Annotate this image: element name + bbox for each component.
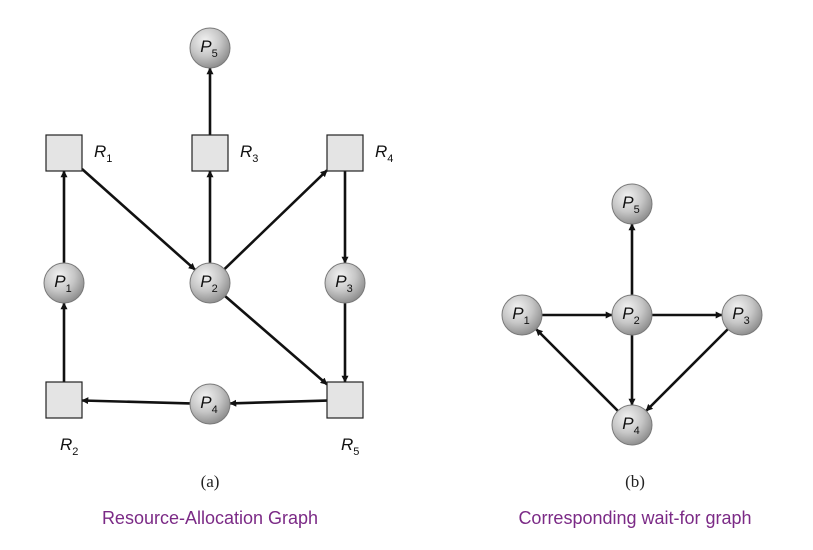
resource-r3-label-index: 3	[252, 153, 258, 165]
edge-r1-to-p2	[81, 168, 196, 271]
resource-r1-label-letter: R	[94, 142, 106, 161]
resource-r2-node	[45, 381, 83, 419]
process-p3-node	[721, 294, 763, 336]
panel-a-tag: (a)	[201, 472, 220, 491]
resource-r4-label-index: 4	[387, 153, 393, 165]
panel-b-tag: (b)	[625, 472, 645, 491]
process-p4-label-letter: P	[200, 393, 212, 412]
process-p5-label-index: 5	[634, 204, 640, 216]
process-p2-label-letter: P	[622, 304, 634, 323]
resource-r4-label-letter: R	[375, 142, 387, 161]
resource-r1-label: R1	[94, 142, 112, 165]
process-p4-node	[189, 383, 231, 425]
process-p3-label: P3	[335, 272, 352, 295]
resource-r1-label-index: 1	[106, 153, 112, 165]
resource-r2-label-letter: R	[60, 435, 72, 454]
resource-r5-label-index: 5	[353, 446, 359, 458]
process-p3-label-letter: P	[732, 304, 744, 323]
process-p2-label-index: 2	[212, 283, 218, 295]
process-p3-label-index: 3	[744, 315, 750, 327]
process-p5-label-letter: P	[200, 37, 212, 56]
resource-r5-label: R5	[341, 435, 359, 458]
process-p4-label-index: 4	[634, 425, 640, 437]
process-p1-node	[501, 294, 543, 336]
allocation-edges	[60, 67, 349, 407]
process-p3-label: P3	[732, 304, 749, 327]
resource-r1-node	[45, 134, 83, 172]
process-p5-node	[611, 183, 653, 225]
edge-p4-to-r2	[81, 397, 191, 405]
process-p1-label-letter: P	[54, 272, 66, 291]
process-p3-label-index: 3	[347, 283, 353, 295]
process-p4-label: P4	[200, 393, 217, 416]
panel-b-caption: Corresponding wait-for graph	[518, 508, 751, 528]
resource-r3-label-letter: R	[240, 142, 252, 161]
panel-a-caption: Resource-Allocation Graph	[102, 508, 318, 528]
process-p1-node	[43, 262, 85, 304]
resource-r4-node	[326, 134, 364, 172]
process-p2-label-index: 2	[634, 315, 640, 327]
process-p2-label: P2	[200, 272, 217, 295]
process-p1-label: P1	[54, 272, 71, 295]
process-p5-node	[189, 27, 231, 69]
process-p4-label-index: 4	[212, 404, 218, 416]
resource-r5-label-letter: R	[341, 435, 353, 454]
edge-r5-to-p4	[229, 399, 328, 407]
process-p1-label-letter: P	[512, 304, 524, 323]
process-p5-label: P5	[200, 37, 217, 60]
edge-p4-to-p1	[535, 328, 619, 412]
process-p4-label: P4	[622, 414, 639, 437]
process-p1-label-index: 1	[524, 315, 530, 327]
process-p5-label-index: 5	[212, 48, 218, 60]
resource-r2-label: R2	[60, 435, 78, 458]
process-p5-label: P5	[622, 193, 639, 216]
process-p3-label-letter: P	[335, 272, 347, 291]
edge-p2-to-r5	[224, 295, 328, 386]
process-p2-node	[189, 262, 231, 304]
resource-r2-label-index: 2	[72, 446, 78, 458]
edge-p3-to-p4	[645, 328, 729, 412]
process-p2-node	[611, 294, 653, 336]
resource-r4-label: R4	[375, 142, 393, 165]
process-p1-label-index: 1	[66, 283, 72, 295]
process-p2-label-letter: P	[200, 272, 212, 291]
process-p3-node	[324, 262, 366, 304]
resource-r3-label: R3	[240, 142, 258, 165]
process-p5-label-letter: P	[622, 193, 634, 212]
process-p4-label-letter: P	[622, 414, 634, 433]
wait-for-edges	[535, 223, 729, 412]
process-p1-label: P1	[512, 304, 529, 327]
resource-r5-node	[326, 381, 364, 419]
process-p4-node	[611, 404, 653, 446]
edge-p2-to-r4	[223, 169, 328, 271]
process-p2-label: P2	[622, 304, 639, 327]
resource-r3-node	[191, 134, 229, 172]
